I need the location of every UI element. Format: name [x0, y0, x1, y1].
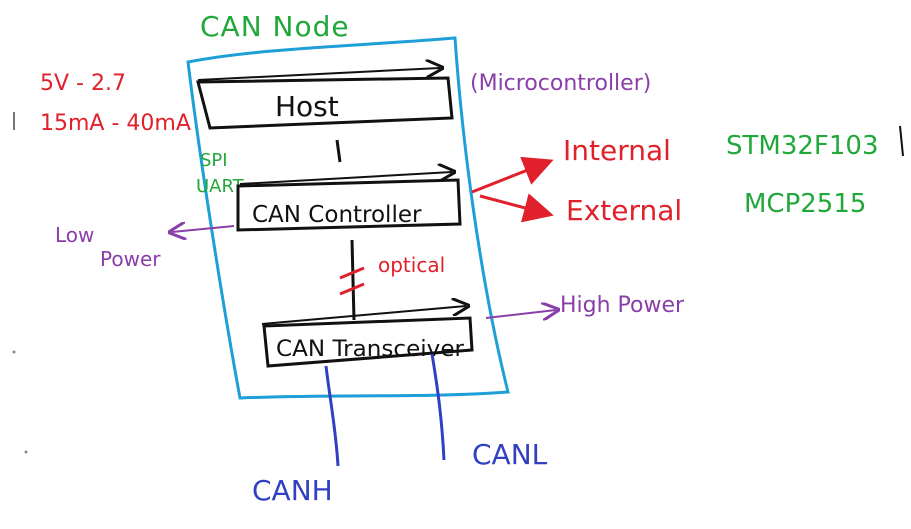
- internal-example: STM32F103: [726, 131, 878, 161]
- host-block: [196, 76, 454, 130]
- canh-line: [324, 365, 340, 467]
- optical-mark-1: [339, 266, 365, 280]
- host-label: Host: [275, 90, 339, 123]
- voltage-range: 5V - 2.7: [40, 71, 126, 96]
- external-example: MCP2515: [744, 189, 866, 219]
- optical-label: optical: [378, 253, 445, 277]
- current-range: 15mA - 40mA: [40, 111, 191, 136]
- optical-mark-2: [339, 282, 365, 296]
- stray-dot-2: [24, 450, 28, 454]
- stray-dot-1: [12, 350, 16, 354]
- internal-arrow: [471, 156, 554, 194]
- diagram-title: CAN Node: [200, 10, 350, 43]
- can-controller-block: [236, 178, 462, 232]
- internal-example-end-mark: [899, 125, 904, 157]
- can-node-boundary: [186, 36, 510, 400]
- transceiver-top-arrow: [261, 306, 466, 325]
- canl-label: CANL: [472, 438, 548, 471]
- low-power-arrow: [172, 226, 235, 232]
- host-top-arrow: [197, 68, 440, 81]
- controller-transceiver-link: [350, 239, 356, 321]
- interface-uart: UART: [196, 176, 245, 197]
- internal-label: Internal: [563, 134, 671, 167]
- low-power-label-1: Low: [55, 223, 94, 247]
- canh-label: CANH: [252, 474, 333, 507]
- host-controller-link: [335, 139, 342, 163]
- can-controller-label: CAN Controller: [252, 202, 422, 228]
- high-power-arrow: [485, 310, 556, 318]
- canl-line: [430, 353, 446, 461]
- high-power-label: High Power: [560, 293, 685, 318]
- external-arrow: [479, 193, 554, 223]
- can-transceiver-block: [262, 316, 474, 368]
- controller-top-arrow: [239, 172, 452, 185]
- low-power-label-2: Power: [100, 247, 161, 271]
- external-label: External: [566, 194, 682, 227]
- can-transceiver-label: CAN Transceiver: [276, 337, 465, 362]
- microcontroller-note: (Microcontroller): [470, 71, 651, 96]
- interface-spi: SPI: [200, 150, 228, 171]
